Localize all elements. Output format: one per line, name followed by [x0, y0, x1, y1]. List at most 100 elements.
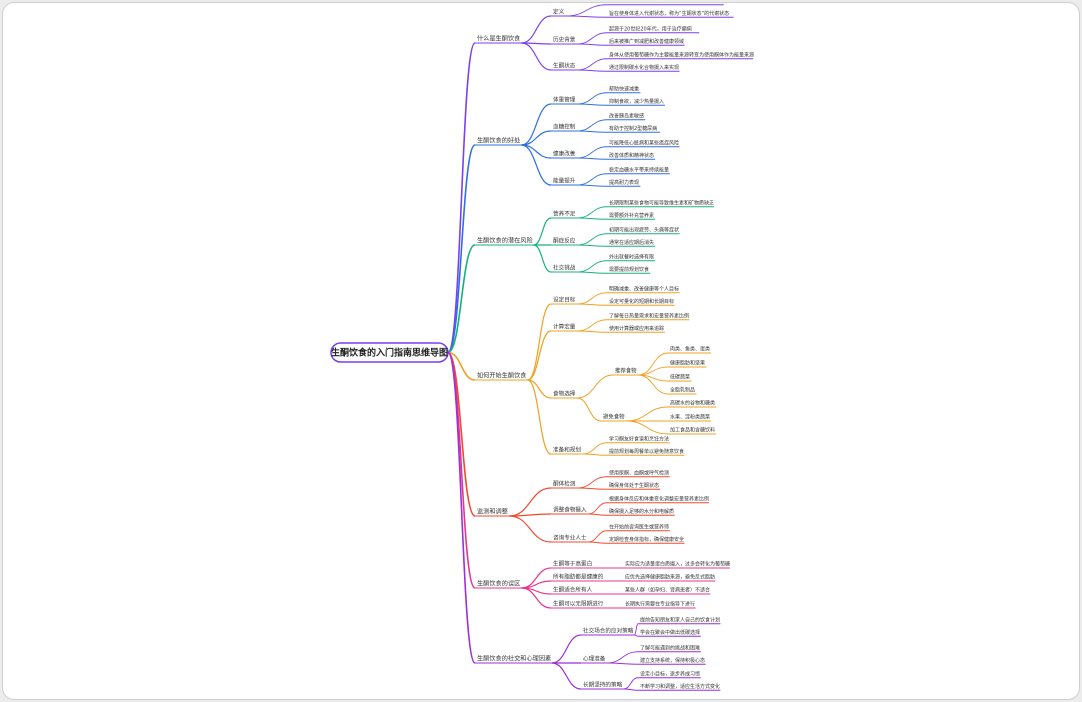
leaf-node[interactable]: 身体从使用葡萄糖作为主要能量来源转变为使用酮体作为能量来源	[607, 51, 754, 60]
topic-node[interactable]: 健康改善	[551, 150, 577, 159]
leaf-node[interactable]: 学会在聚会中做出低碳选择	[638, 629, 701, 637]
leaf-node[interactable]: 提高耐力表现	[607, 179, 641, 187]
leaf-node[interactable]: 了解可能遇到的挑战和困难	[638, 644, 701, 653]
root-node[interactable]: 生酮饮食的入门指南思维导图	[330, 342, 449, 363]
leaf-node-text: 稳定血糖水平带来持续能量	[609, 166, 669, 173]
leaf-node[interactable]: 学习酮友好食谱和烹饪方法	[607, 435, 670, 444]
connector-branch-topic	[509, 487, 552, 517]
leaf-node[interactable]: 一种高脂肪、低碳水化合物、适量蛋白质的饮食方案	[607, 3, 724, 6]
leaf-node[interactable]: 起源于20世纪20年代，用于治疗癫痫	[607, 25, 700, 34]
leaf-node[interactable]: 提前告知朋友和家人自己的饮食计划	[638, 616, 721, 625]
leaf-node[interactable]: 在开始前咨询医生或营养师	[607, 523, 670, 532]
topic-node[interactable]: 调整食物摄入	[551, 506, 588, 515]
leaf-node[interactable]: 设定小目标，逐步养成习惯	[638, 670, 701, 679]
leaf-node-text: 确保身体处于生酮状态	[609, 482, 659, 489]
leaf-node[interactable]: 通过限制碳水化合物摄入来实现	[607, 64, 680, 72]
leaf-node[interactable]: 需要提前规划饮食	[607, 266, 651, 274]
leaf-node[interactable]: 水果、淀粉类蔬菜	[668, 414, 712, 422]
topic-node[interactable]: 历史背景	[551, 36, 577, 45]
topic-node[interactable]: 血糖控制	[551, 123, 577, 132]
connector-topic-leaf	[576, 146, 608, 159]
leaf-node[interactable]: 帮助快速减重	[607, 85, 641, 94]
topic-node[interactable]: 所有脂肪都是健康的	[551, 573, 605, 582]
topic-node[interactable]: 定义	[551, 8, 566, 17]
leaf-node[interactable]: 肉类、鱼类、蛋类	[668, 346, 712, 354]
leaf-node[interactable]: 高碳水的谷物和糖类	[668, 400, 717, 408]
leaf-node[interactable]: 确保身体处于生酮状态	[607, 482, 660, 490]
leaf-node[interactable]: 低碳蔬菜	[668, 374, 692, 382]
leaf-node[interactable]: 稳定血糖水平带来持续能量	[607, 166, 670, 175]
topic-node[interactable]: 酮体检测	[551, 480, 577, 489]
topic-node-text: 计算宏量	[553, 323, 576, 331]
topic-node[interactable]: 酮症反应	[551, 237, 577, 246]
root-node-label: 生酮饮食的入门指南思维导图	[331, 347, 448, 359]
topic-node[interactable]: 生酮适合所有人	[551, 586, 594, 595]
topic-node[interactable]: 体重管理	[551, 96, 577, 105]
leaf-node[interactable]: 外出就餐时选择有限	[607, 253, 656, 262]
topic-node[interactable]: 营养不足	[551, 210, 577, 219]
subtopic-node[interactable]: 推荐食物	[613, 367, 639, 376]
connector-topic-leaf	[576, 319, 608, 332]
root-node-box	[330, 342, 449, 363]
leaf-node[interactable]: 改善胰岛素敏感	[607, 112, 646, 121]
leaf-node[interactable]: 长期执行需要在专业指导下进行	[623, 601, 696, 609]
leaf-node[interactable]: 可能降低心脏病和某些癌症风险	[607, 139, 680, 148]
leaf-node[interactable]: 使用尿酮、血酮或呼气检测	[607, 469, 670, 478]
topic-node[interactable]: 能量提升	[551, 177, 577, 186]
branch-node[interactable]: 如何开始生酮饮食	[475, 372, 528, 381]
leaf-node[interactable]: 根据身体反应和体重变化调整宏量营养素比例	[607, 495, 709, 504]
topic-node[interactable]: 食物选择	[551, 390, 577, 399]
connector-topic-leaf	[606, 662, 639, 665]
connector-subtopic-leaf	[626, 406, 669, 422]
connector-layer	[447, 4, 669, 691]
leaf-node-text: 定期检查身体指标，确保健康安全	[609, 536, 684, 543]
leaf-node-text: 提高耐力表现	[609, 179, 639, 186]
subtopic-node[interactable]: 避免食物	[601, 413, 627, 422]
topic-node[interactable]: 生酮状态	[551, 62, 577, 71]
topic-node[interactable]: 生酮等于高蛋白	[551, 560, 594, 569]
leaf-node[interactable]: 通常在适应期后消失	[607, 239, 656, 247]
leaf-node[interactable]: 设定可量化的短期和长期目标	[607, 298, 675, 306]
leaf-node[interactable]: 加工食品和含糖饮料	[668, 427, 717, 435]
leaf-node[interactable]: 改善体质和精神状态	[607, 152, 656, 160]
leaf-node[interactable]: 使用计算器或应用来追踪	[607, 325, 665, 333]
branch-node[interactable]: 生酮饮食的潜在风险	[475, 237, 534, 246]
branch-node[interactable]: 生酮饮食的好处	[475, 137, 522, 146]
leaf-node[interactable]: 不断学习和调整，适应生活方式变化	[638, 683, 721, 691]
leaf-node[interactable]: 长期限制某些食物可能导致维生素和矿物质缺乏	[607, 199, 714, 208]
topic-node[interactable]: 社交挑战	[551, 264, 577, 273]
leaf-node[interactable]: 抑制食欲，减少热量摄入	[607, 98, 665, 106]
leaf-node[interactable]: 建立支持系统，保持积极心态	[638, 657, 706, 665]
branch-node[interactable]: 什么是生酮饮食	[475, 35, 522, 44]
leaf-node[interactable]: 应优先选择健康脂肪来源，避免反式脂肪	[623, 574, 716, 582]
leaf-node[interactable]: 初期可能出现疲劳、头痛等症状	[607, 226, 680, 235]
leaf-node[interactable]: 确保摄入足够的水分和电解质	[607, 508, 675, 516]
leaf-node[interactable]: 定期检查身体指标，确保健康安全	[607, 536, 685, 544]
leaf-node[interactable]: 明确减重、改善健康等个人目标	[607, 285, 680, 294]
leaf-node[interactable]: 实际应为适量蛋白质摄入，过多会转化为葡萄糖	[623, 561, 730, 569]
branch-node[interactable]: 生酮饮食的误区	[475, 580, 522, 589]
leaf-node[interactable]: 需要额外补充营养素	[607, 212, 656, 220]
branch-node[interactable]: 监测和调整	[475, 508, 510, 517]
topic-node[interactable]: 心理准备	[581, 655, 607, 664]
topic-node[interactable]: 设定目标	[551, 296, 577, 305]
leaf-node[interactable]: 提前规划每周餐单以避免随意饮食	[607, 448, 685, 456]
topic-node[interactable]: 长期坚持的策略	[581, 681, 624, 690]
leaf-node[interactable]: 某些人群（如孕妇、肾病患者）不适合	[623, 587, 711, 595]
topic-node-text: 血糖控制	[553, 123, 576, 131]
leaf-node[interactable]: 全脂乳制品	[668, 387, 697, 395]
leaf-node[interactable]: 有助于控制2型糖尿病	[607, 125, 660, 133]
leaf-node[interactable]: 健康脂肪和坚果	[668, 360, 707, 368]
leaf-node[interactable]: 后来被推广到减肥和改善健康领域	[607, 38, 685, 46]
connector-topic-leaf	[576, 32, 608, 45]
topic-node[interactable]: 计算宏量	[551, 323, 577, 332]
topic-node-text: 食物选择	[553, 390, 576, 398]
leaf-node[interactable]: 了解每日热量需求和宏量营养素比例	[607, 312, 690, 321]
topic-node[interactable]: 准备和规划	[551, 446, 583, 455]
topic-node[interactable]: 生酮可以无限期进行	[551, 600, 605, 609]
leaf-node[interactable]: 旨在使身体进入代谢状态，称为“生酮状态”的代谢状态	[607, 10, 734, 18]
topic-node[interactable]: 咨询专业人士	[551, 534, 588, 543]
topic-node[interactable]: 社交场合的应对策略	[581, 627, 635, 636]
topic-node-text: 酮症反应	[553, 237, 576, 245]
branch-node[interactable]: 生酮饮食的社交和心理因素	[475, 655, 552, 664]
